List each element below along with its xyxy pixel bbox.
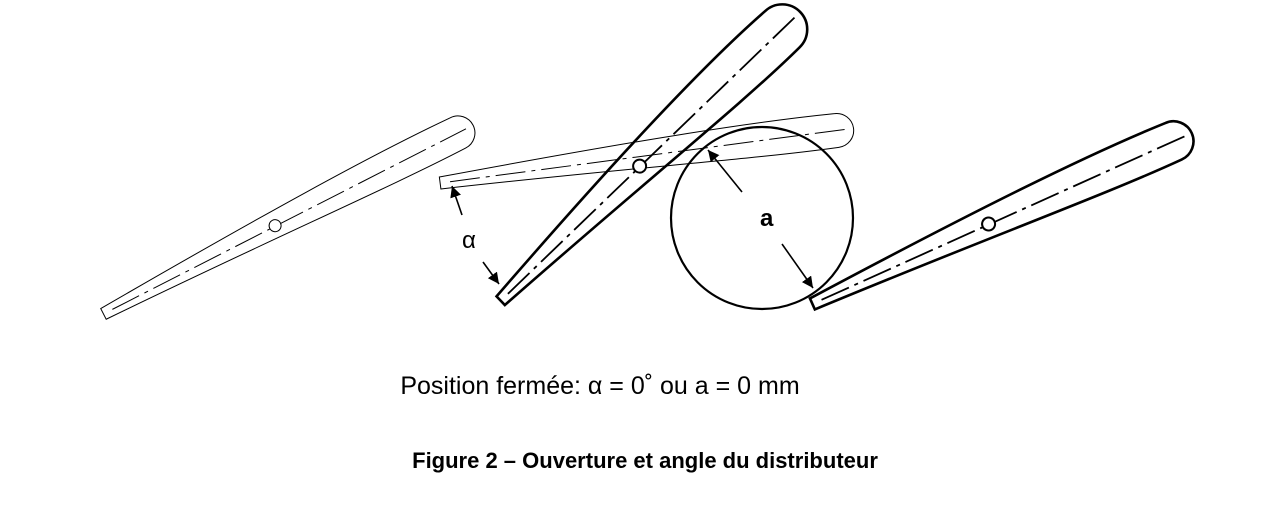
opening-label: a bbox=[760, 205, 774, 232]
blade-chord-line bbox=[821, 135, 1185, 301]
blade-outline bbox=[494, 3, 809, 307]
alpha-arrow-top bbox=[450, 185, 463, 216]
figure-title: Figure 2 – Ouverture et angle du distrib… bbox=[412, 448, 878, 473]
opening-circle bbox=[669, 125, 855, 311]
pivot-icon bbox=[981, 216, 997, 232]
pivot-icon bbox=[632, 158, 648, 174]
blade-chord-line bbox=[449, 128, 846, 183]
blade-outline bbox=[808, 120, 1195, 312]
alpha-arrow-bottom bbox=[482, 261, 500, 285]
alpha-label: α bbox=[462, 227, 476, 254]
pivot-icon bbox=[268, 219, 282, 233]
opening-arrow-bottom bbox=[781, 243, 814, 289]
blade-chord-line bbox=[112, 128, 467, 310]
blade-chord-line bbox=[507, 16, 796, 295]
blade-middle bbox=[494, 3, 809, 307]
blade-outline bbox=[100, 115, 476, 320]
blade-outline bbox=[438, 113, 855, 190]
blade-left-open bbox=[100, 115, 476, 320]
opening-arrow-top bbox=[707, 149, 743, 193]
blade-right bbox=[808, 120, 1195, 312]
figure-caption: Position fermée: α = 0˚ ou a = 0 mm bbox=[400, 372, 800, 400]
blade-closed-position bbox=[438, 113, 855, 190]
